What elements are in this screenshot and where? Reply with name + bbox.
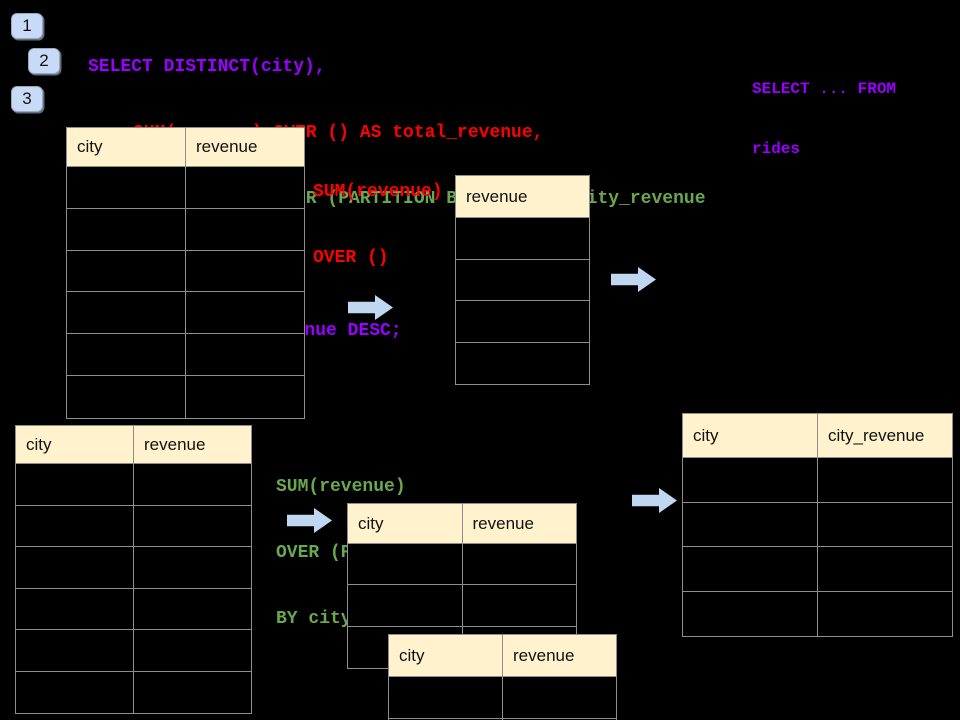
table-row bbox=[16, 547, 251, 589]
table-row bbox=[67, 292, 304, 335]
table-row bbox=[67, 376, 304, 418]
table-header-row: revenue bbox=[456, 176, 589, 218]
step-badge-1: 1 bbox=[11, 13, 43, 39]
table-cell bbox=[683, 503, 817, 547]
table-cell bbox=[502, 677, 616, 718]
table-row bbox=[16, 671, 251, 714]
column-header-city: city bbox=[16, 426, 133, 463]
table-row bbox=[16, 588, 251, 630]
table-cell bbox=[817, 547, 952, 591]
table-cell bbox=[456, 301, 589, 342]
table-cell bbox=[185, 292, 304, 334]
table-cell bbox=[389, 677, 502, 718]
column-header-city: city bbox=[348, 504, 462, 543]
table-total-revenue-output: revenue bbox=[455, 175, 590, 385]
table-cell bbox=[133, 505, 251, 546]
table-cell bbox=[16, 547, 133, 588]
table-cell bbox=[67, 334, 185, 375]
table-cell bbox=[456, 343, 589, 385]
column-header-revenue: revenue bbox=[502, 635, 616, 676]
table-cell bbox=[67, 376, 185, 418]
annotation-line: OVER () bbox=[313, 248, 389, 268]
table-row bbox=[67, 167, 304, 209]
table-cell bbox=[16, 672, 133, 714]
table-cell bbox=[185, 376, 304, 418]
table-cell bbox=[133, 671, 251, 713]
table-cell bbox=[67, 292, 185, 333]
table-cell bbox=[185, 208, 304, 250]
column-header-city: city bbox=[389, 635, 502, 676]
code-line: SELECT DISTINCT(city), bbox=[88, 57, 326, 77]
table-cell bbox=[456, 260, 589, 301]
table-cell bbox=[16, 464, 133, 505]
table-row bbox=[16, 464, 251, 506]
table-cell bbox=[461, 585, 577, 626]
column-header-city: city bbox=[67, 128, 185, 166]
table-cell bbox=[456, 218, 589, 259]
column-header-city_revenue: city_revenue bbox=[817, 414, 952, 457]
table-row bbox=[683, 547, 952, 592]
table-row bbox=[683, 458, 952, 503]
table-cell bbox=[67, 167, 185, 208]
table-row bbox=[16, 630, 251, 672]
table-row bbox=[348, 544, 577, 586]
column-header-revenue: revenue bbox=[456, 176, 589, 217]
column-header-revenue: revenue bbox=[185, 128, 304, 166]
table-cell bbox=[348, 544, 462, 584]
table-cell bbox=[185, 334, 304, 376]
table-cell bbox=[683, 592, 817, 637]
annotation-line: SUM(revenue) bbox=[276, 477, 406, 497]
table-cell bbox=[817, 591, 952, 636]
table-cell bbox=[133, 547, 251, 588]
table-row bbox=[67, 250, 304, 293]
table-cell bbox=[683, 547, 817, 591]
table-cell bbox=[67, 209, 185, 250]
table-cell bbox=[16, 589, 133, 630]
table-cell bbox=[133, 588, 251, 629]
column-header-revenue: revenue bbox=[461, 504, 576, 543]
table-row bbox=[348, 585, 577, 627]
table-cell bbox=[133, 464, 251, 505]
table-cell bbox=[348, 585, 462, 625]
table-row bbox=[456, 218, 589, 260]
table-row bbox=[67, 208, 304, 251]
table-cell bbox=[133, 630, 251, 671]
table-cell bbox=[16, 506, 133, 547]
table-row bbox=[67, 334, 304, 377]
step-badge-2: 2 bbox=[28, 48, 60, 74]
table-cell bbox=[185, 250, 304, 292]
table-cell bbox=[185, 167, 304, 208]
note-line: SELECT ... FROM bbox=[752, 80, 897, 98]
annotation-line: SUM(revenue) bbox=[313, 182, 443, 202]
table-row bbox=[683, 591, 952, 637]
table-row bbox=[456, 260, 589, 301]
note-line: rides bbox=[752, 140, 801, 158]
over-total-annotation: SUM(revenue) OVER () bbox=[313, 137, 443, 313]
arrow-right-icon bbox=[632, 488, 677, 513]
column-header-revenue: revenue bbox=[133, 426, 251, 463]
table-cell bbox=[67, 251, 185, 292]
table-cell bbox=[817, 458, 952, 502]
table-cell bbox=[461, 544, 577, 585]
table-row bbox=[683, 502, 952, 547]
column-header-city: city bbox=[683, 414, 817, 457]
table-row bbox=[16, 505, 251, 547]
table-cell bbox=[16, 630, 133, 671]
from-clause-note: SELECT ... FROM rides bbox=[752, 39, 896, 199]
table-cell bbox=[817, 502, 952, 546]
step-badge-3: 3 bbox=[11, 86, 43, 112]
table-row bbox=[456, 301, 589, 343]
table-row bbox=[389, 677, 616, 719]
table-cell bbox=[683, 458, 817, 502]
table-row bbox=[456, 343, 589, 385]
